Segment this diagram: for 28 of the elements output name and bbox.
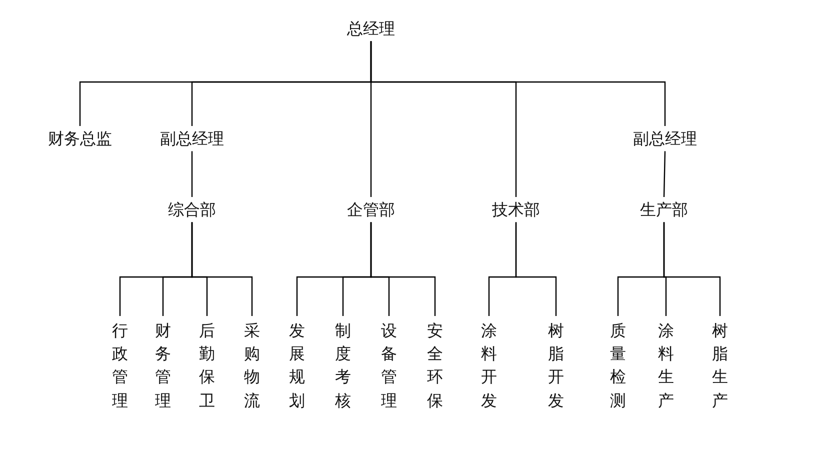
- connector-line: [515, 222, 557, 316]
- org-unit-label: 树脂开发: [546, 318, 566, 413]
- connector-line: [370, 222, 436, 316]
- connector-line: [663, 151, 666, 198]
- connector-line: [191, 222, 253, 316]
- connector-line: [663, 222, 721, 316]
- org-unit-label: 财务管理: [153, 318, 173, 413]
- connector-line: [370, 41, 666, 126]
- org-unit-label: 企管部: [345, 199, 397, 220]
- org-unit-label: 采购物流: [242, 318, 262, 413]
- org-unit-label: 综合部: [166, 199, 218, 220]
- org-unit-label: 涂料开发: [479, 318, 499, 413]
- org-unit-label: 设备管理: [379, 318, 399, 413]
- connector-line: [191, 151, 193, 197]
- org-unit-label: 涂料生产: [656, 318, 676, 413]
- org-unit-label: 副总经理: [631, 128, 699, 150]
- org-unit-label: 总经理: [345, 18, 397, 40]
- org-unit-label: 生产部: [638, 199, 690, 220]
- org-unit-label: 质量检测: [608, 318, 628, 413]
- org-unit-label: 技术部: [490, 199, 542, 220]
- org-unit-label: 树脂生产: [710, 318, 730, 413]
- org-unit-label: 制度考核: [333, 318, 353, 413]
- org-unit-label: 安全环保: [425, 318, 445, 413]
- org-unit-label: 财务总监: [46, 128, 114, 150]
- org-unit-label: 后勤保卫: [197, 318, 217, 413]
- org-unit-label: 副总经理: [158, 128, 226, 150]
- org-unit-label: 行政管理: [110, 318, 130, 413]
- org-unit-label: 发展规划: [287, 318, 307, 413]
